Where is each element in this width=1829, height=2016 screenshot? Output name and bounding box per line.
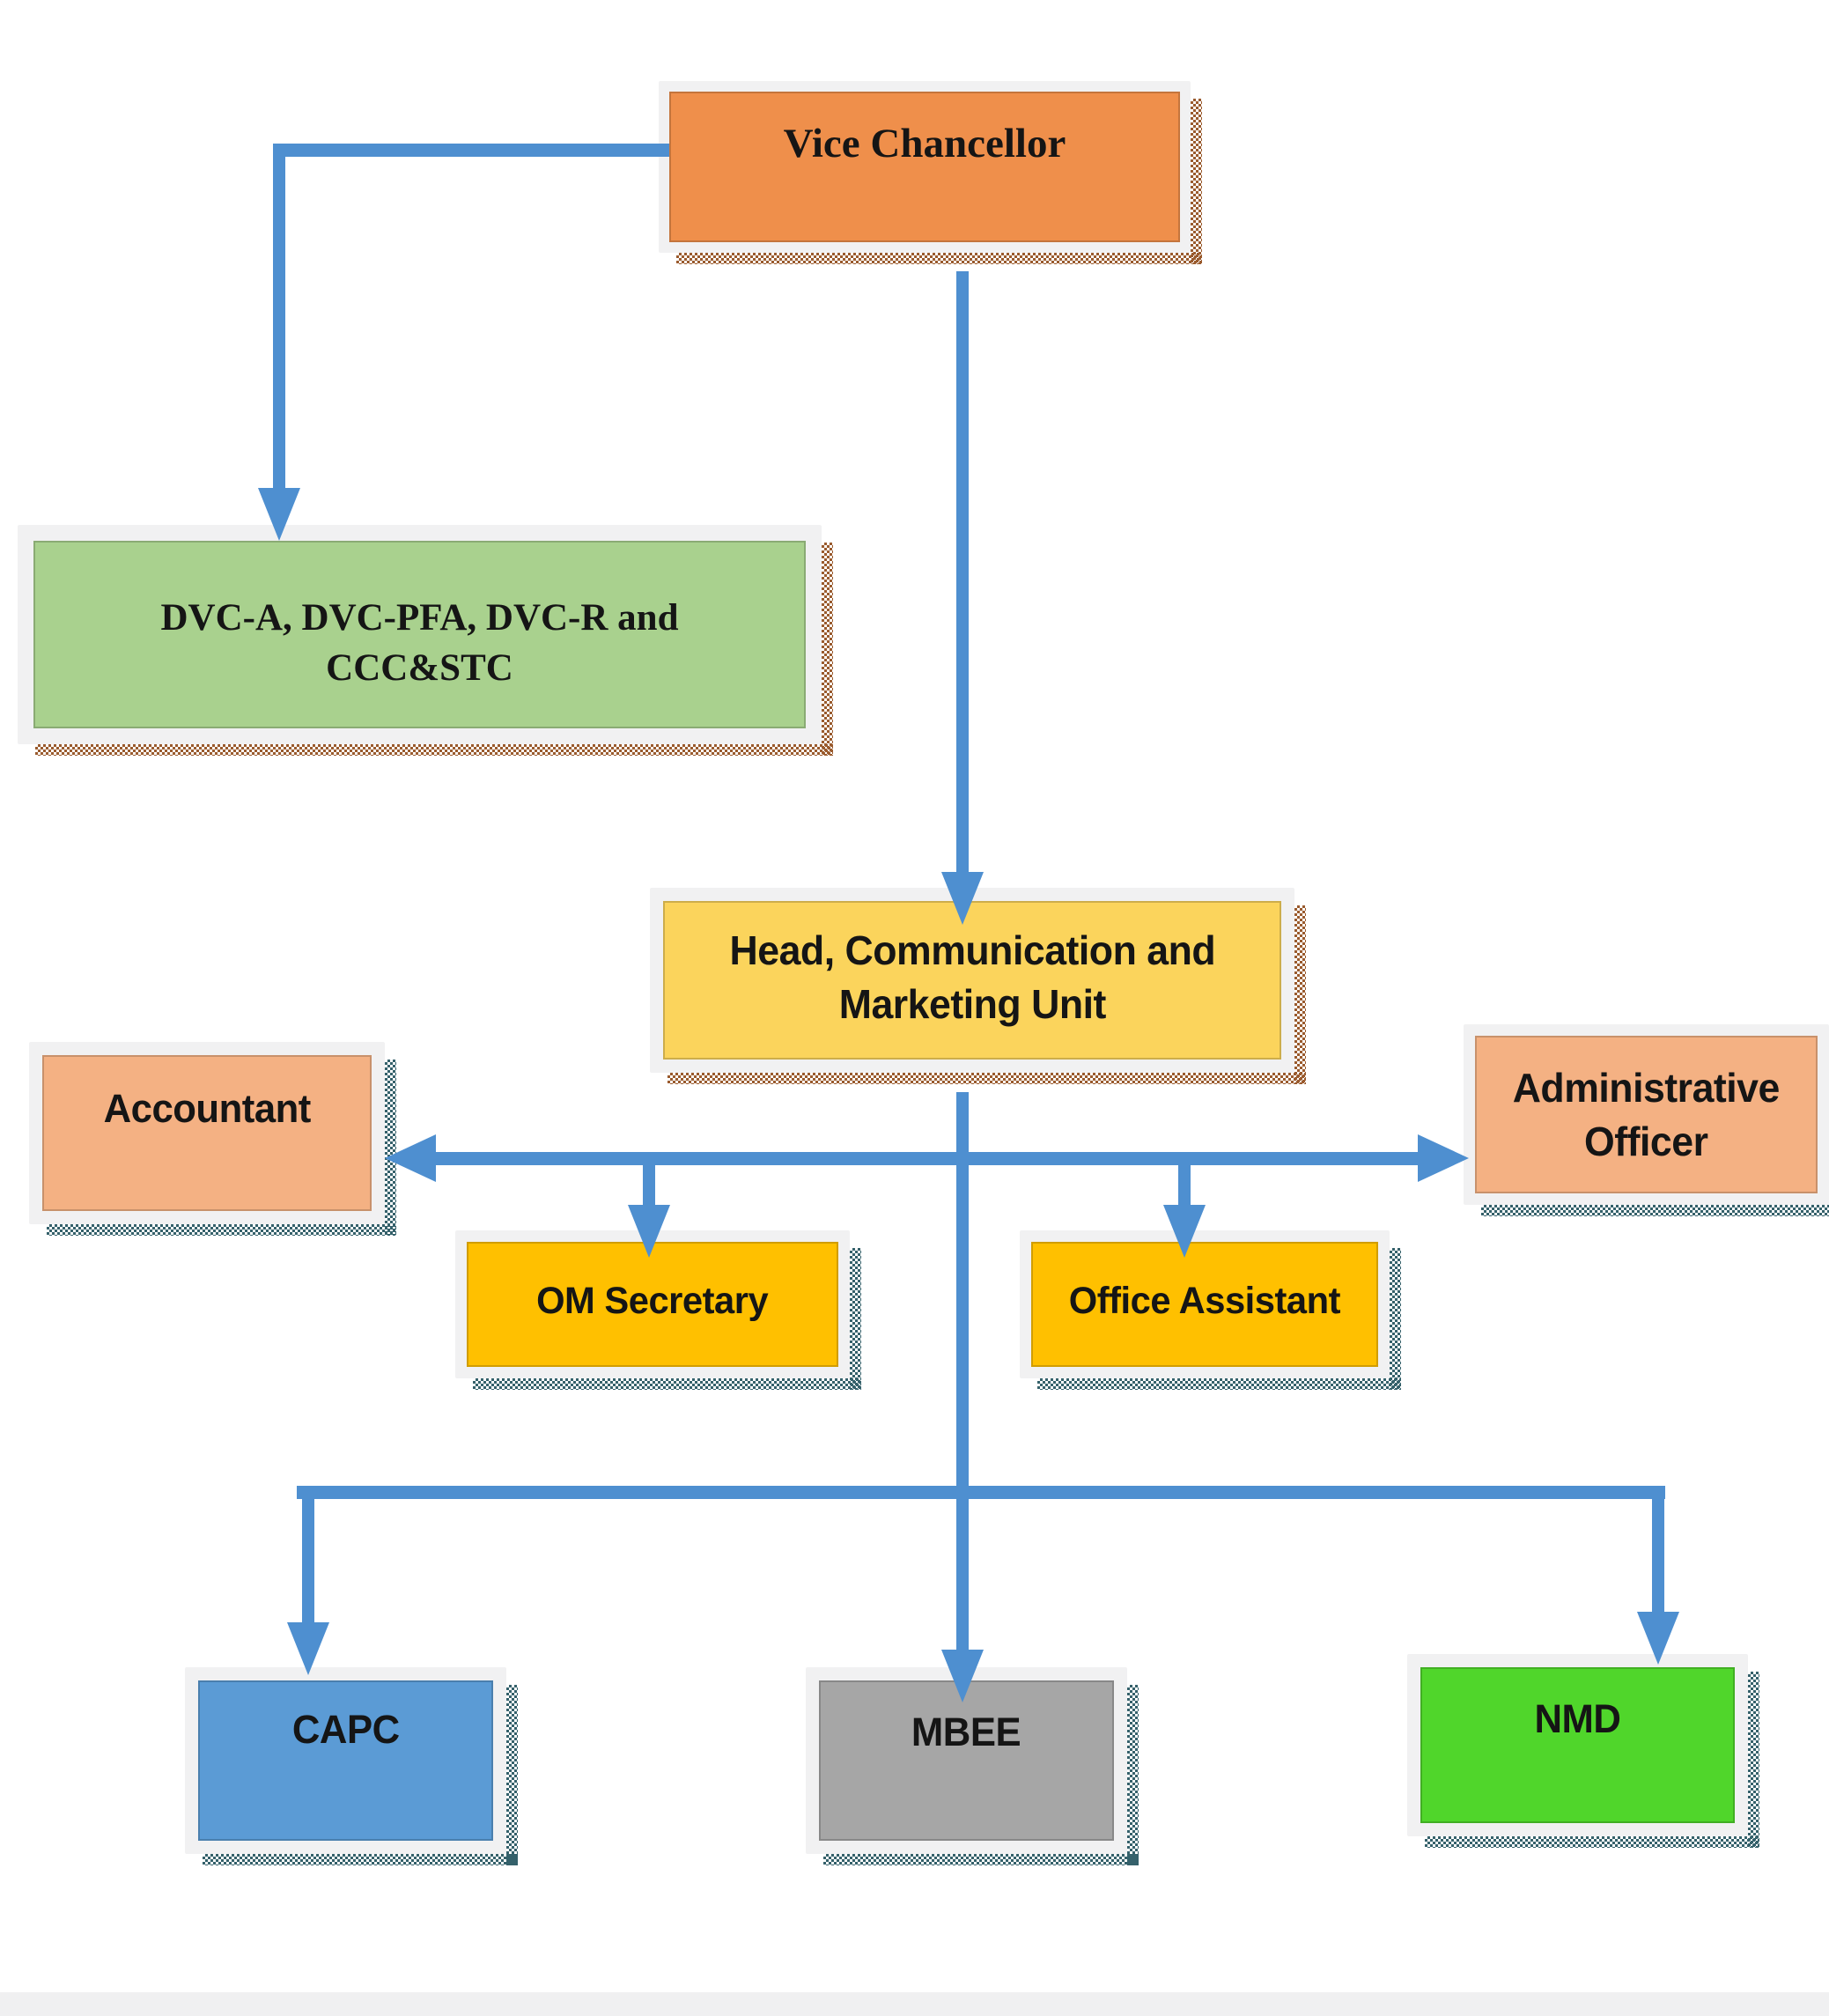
node-label-head-cmu: Head, Communication and Marketing Unit: [729, 927, 1215, 1027]
node-shadow-bottom: [47, 1224, 396, 1236]
node-shadow-right: [1390, 1248, 1401, 1390]
arrowhead-into-mbee-icon: [941, 1650, 984, 1702]
connector-capc-spur: [302, 1492, 314, 1626]
node-shadow-bottom: [203, 1854, 518, 1865]
arrowhead-into-nmd-icon: [1637, 1612, 1679, 1665]
arrowhead-into-admin-officer-icon: [1418, 1134, 1469, 1182]
arrowhead-into-capc-icon: [287, 1622, 329, 1675]
node-label-office-assistant: Office Assistant: [1068, 1279, 1341, 1322]
node-label-dvc-group: DVC-A, DVC-PFA, DVC-R and CCC&STC: [160, 596, 679, 689]
node-shadow-bottom: [667, 1073, 1306, 1084]
arrowhead-into-om-secretary-icon: [628, 1205, 670, 1258]
node-frame: CAPC: [185, 1667, 506, 1854]
node-label-accountant: Accountant: [103, 1086, 311, 1132]
node-shadow-right: [1127, 1685, 1139, 1865]
node-om-secretary: OM Secretary: [455, 1230, 861, 1390]
node-label-nmd: NMD: [1534, 1695, 1621, 1741]
node-nmd: NMD: [1407, 1654, 1759, 1848]
arrowhead-into-head-icon: [941, 872, 984, 925]
node-fill: Head, Communication and Marketing Unit: [663, 901, 1281, 1060]
connector-nmd-spur: [1652, 1492, 1664, 1615]
node-frame: Office Assistant: [1020, 1230, 1390, 1378]
node-frame: Vice Chancellor: [659, 81, 1191, 253]
node-label-om-secretary: OM Secretary: [536, 1279, 769, 1322]
node-fill: Accountant: [42, 1055, 372, 1211]
node-fill: DVC-A, DVC-PFA, DVC-R and CCC&STC: [33, 541, 806, 728]
node-dvc-group: DVC-A, DVC-PFA, DVC-R and CCC&STC: [18, 525, 833, 756]
connector-office-assistant-spur: [1178, 1158, 1191, 1209]
node-shadow-bottom: [676, 253, 1202, 264]
node-shadow-right: [1294, 905, 1306, 1084]
node-label-vice-chancellor: Vice Chancellor: [783, 121, 1066, 167]
node-accountant: Accountant: [29, 1042, 396, 1236]
connector-om-secretary-spur: [643, 1158, 655, 1209]
node-frame: OM Secretary: [455, 1230, 850, 1378]
node-fill: Administrative Officer: [1475, 1036, 1818, 1193]
node-label-capc: CAPC: [291, 1707, 400, 1753]
node-fill: MBEE: [819, 1680, 1114, 1841]
node-shadow-bottom: [35, 744, 833, 756]
node-label-mbee: MBEE: [911, 1709, 1021, 1754]
node-shadow-bottom: [1425, 1836, 1759, 1848]
connector-vc-to-dvc-vertical: [273, 144, 285, 491]
node-shadow-bottom: [473, 1378, 861, 1390]
node-fill: OM Secretary: [467, 1242, 838, 1367]
arrowhead-into-accountant-icon: [385, 1134, 436, 1182]
arrowhead-into-dvc-icon: [258, 488, 300, 541]
node-capc: CAPC: [185, 1667, 518, 1865]
node-frame: Accountant: [29, 1042, 385, 1224]
node-fill: NMD: [1420, 1667, 1735, 1823]
node-office-assistant: Office Assistant: [1020, 1230, 1401, 1390]
node-fill: Vice Chancellor: [669, 92, 1180, 242]
arrowhead-into-office-assistant-icon: [1163, 1205, 1206, 1258]
connector-head-trunk: [956, 1092, 969, 1654]
node-shadow-right: [506, 1685, 518, 1865]
node-fill: Office Assistant: [1031, 1242, 1378, 1367]
node-label-admin-officer: Administrative Officer: [1512, 1064, 1781, 1164]
connector-vc-to-dvc-horizontal: [273, 144, 669, 157]
node-frame: DVC-A, DVC-PFA, DVC-R and CCC&STC: [18, 525, 822, 744]
node-shadow-right: [850, 1248, 861, 1390]
node-shadow-bottom: [1481, 1205, 1829, 1216]
node-vice-chancellor: Vice Chancellor: [659, 81, 1202, 264]
node-shadow-right: [1191, 99, 1202, 264]
node-shadow-bottom: [823, 1854, 1139, 1865]
page-edge-strip: [0, 1992, 1829, 2016]
node-frame: NMD: [1407, 1654, 1748, 1836]
node-shadow-bottom: [1037, 1378, 1401, 1390]
connector-vc-to-head: [956, 271, 969, 875]
node-shadow-right: [822, 543, 833, 756]
node-frame: Administrative Officer: [1464, 1024, 1829, 1205]
node-fill: CAPC: [198, 1680, 493, 1841]
connector-level3-horizontal: [297, 1486, 1665, 1499]
connector-level2-horizontal: [436, 1152, 1419, 1165]
node-shadow-right: [1748, 1672, 1759, 1848]
node-administrative-officer: Administrative Officer: [1464, 1024, 1829, 1216]
